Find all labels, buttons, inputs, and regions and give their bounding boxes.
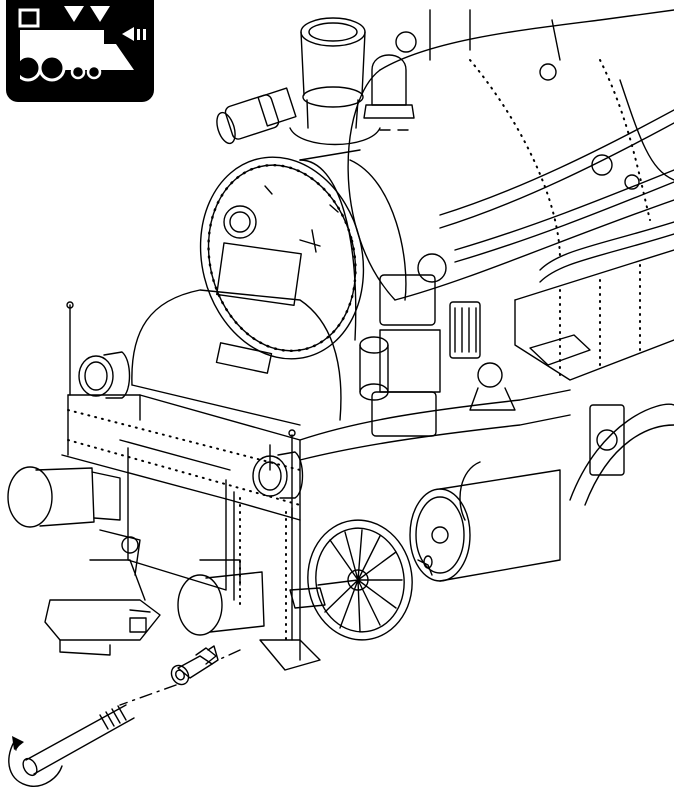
feed-pumps [360, 254, 515, 436]
rear-wheel [570, 404, 674, 505]
driving-wheel [300, 513, 420, 646]
tool-rod [20, 705, 134, 778]
smokebox-body [300, 150, 406, 340]
chimney [290, 18, 380, 145]
boiler [348, 10, 674, 300]
side-tank [515, 250, 674, 380]
function-badge [6, 0, 154, 102]
rotation-arrow-icon [9, 736, 62, 786]
front-frame [62, 390, 570, 660]
cylinder [410, 462, 560, 581]
adapter-part [168, 646, 218, 688]
buffers [8, 467, 264, 635]
coupler [45, 530, 240, 655]
headlamps [79, 352, 303, 498]
locomotive-steam-pictogram-icon [14, 6, 146, 82]
smokebox-door [180, 140, 385, 377]
assembly-axis-line [120, 650, 240, 705]
front-step [260, 588, 325, 670]
steam-dome [364, 32, 416, 130]
headlamp-dynamo [213, 88, 295, 146]
lamp-posts [67, 302, 295, 520]
smokebox-saddle [132, 290, 341, 470]
boiler-pipes [440, 64, 674, 282]
